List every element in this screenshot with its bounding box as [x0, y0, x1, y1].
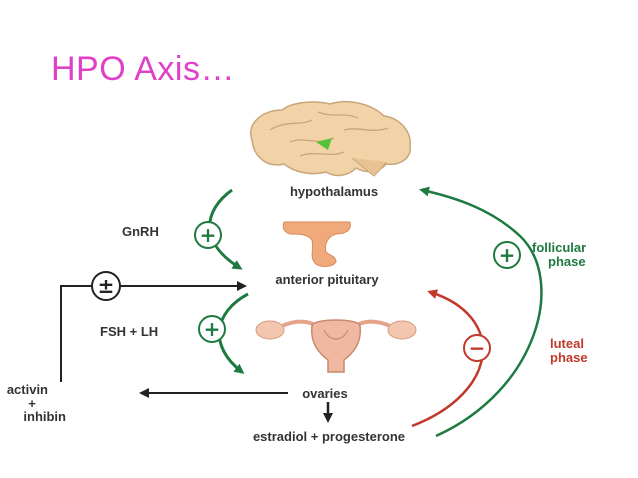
activin-label: activin — [7, 382, 48, 397]
page-title: HPO Axis… — [51, 50, 235, 88]
plus-minus-symbol: ± — [98, 274, 115, 298]
luteal-phase-label: phase — [550, 350, 588, 365]
activin-inhibin-feedback-arrow — [60, 281, 247, 382]
inhibin-label: inhibin — [23, 409, 66, 424]
follicular-phase-label: phase — [548, 254, 586, 269]
activin-inhibin-badge: ± — [91, 271, 121, 301]
gnrh-stimulation-badge: + — [194, 221, 222, 249]
follicular-feedback-arrow — [419, 186, 543, 438]
activin-plus-label: + — [28, 396, 36, 411]
luteal-label: luteal — [550, 336, 584, 351]
plus-symbol: + — [204, 317, 221, 341]
pituitary-icon — [282, 221, 351, 267]
follicular-stimulation-badge: + — [493, 241, 521, 269]
plus-symbol: + — [200, 223, 217, 247]
gnrh-label: GnRH — [122, 224, 159, 239]
anterior-pituitary-label: anterior pituitary — [275, 272, 379, 287]
hypothalamus-label: hypothalamus — [290, 184, 378, 199]
uterus-icon — [255, 319, 417, 373]
plus-symbol: + — [499, 243, 516, 267]
luteal-inhibition-badge: − — [463, 334, 491, 362]
fsh-lh-label: FSH + LH — [100, 324, 158, 339]
ovaries-label: ovaries — [302, 386, 348, 401]
hormones-label: estradiol + progesterone — [253, 429, 405, 444]
fsh-lh-stimulation-badge: + — [198, 315, 226, 343]
follicular-label: follicular — [532, 240, 586, 255]
brain-icon — [250, 100, 411, 177]
minus-symbol: − — [469, 336, 486, 360]
